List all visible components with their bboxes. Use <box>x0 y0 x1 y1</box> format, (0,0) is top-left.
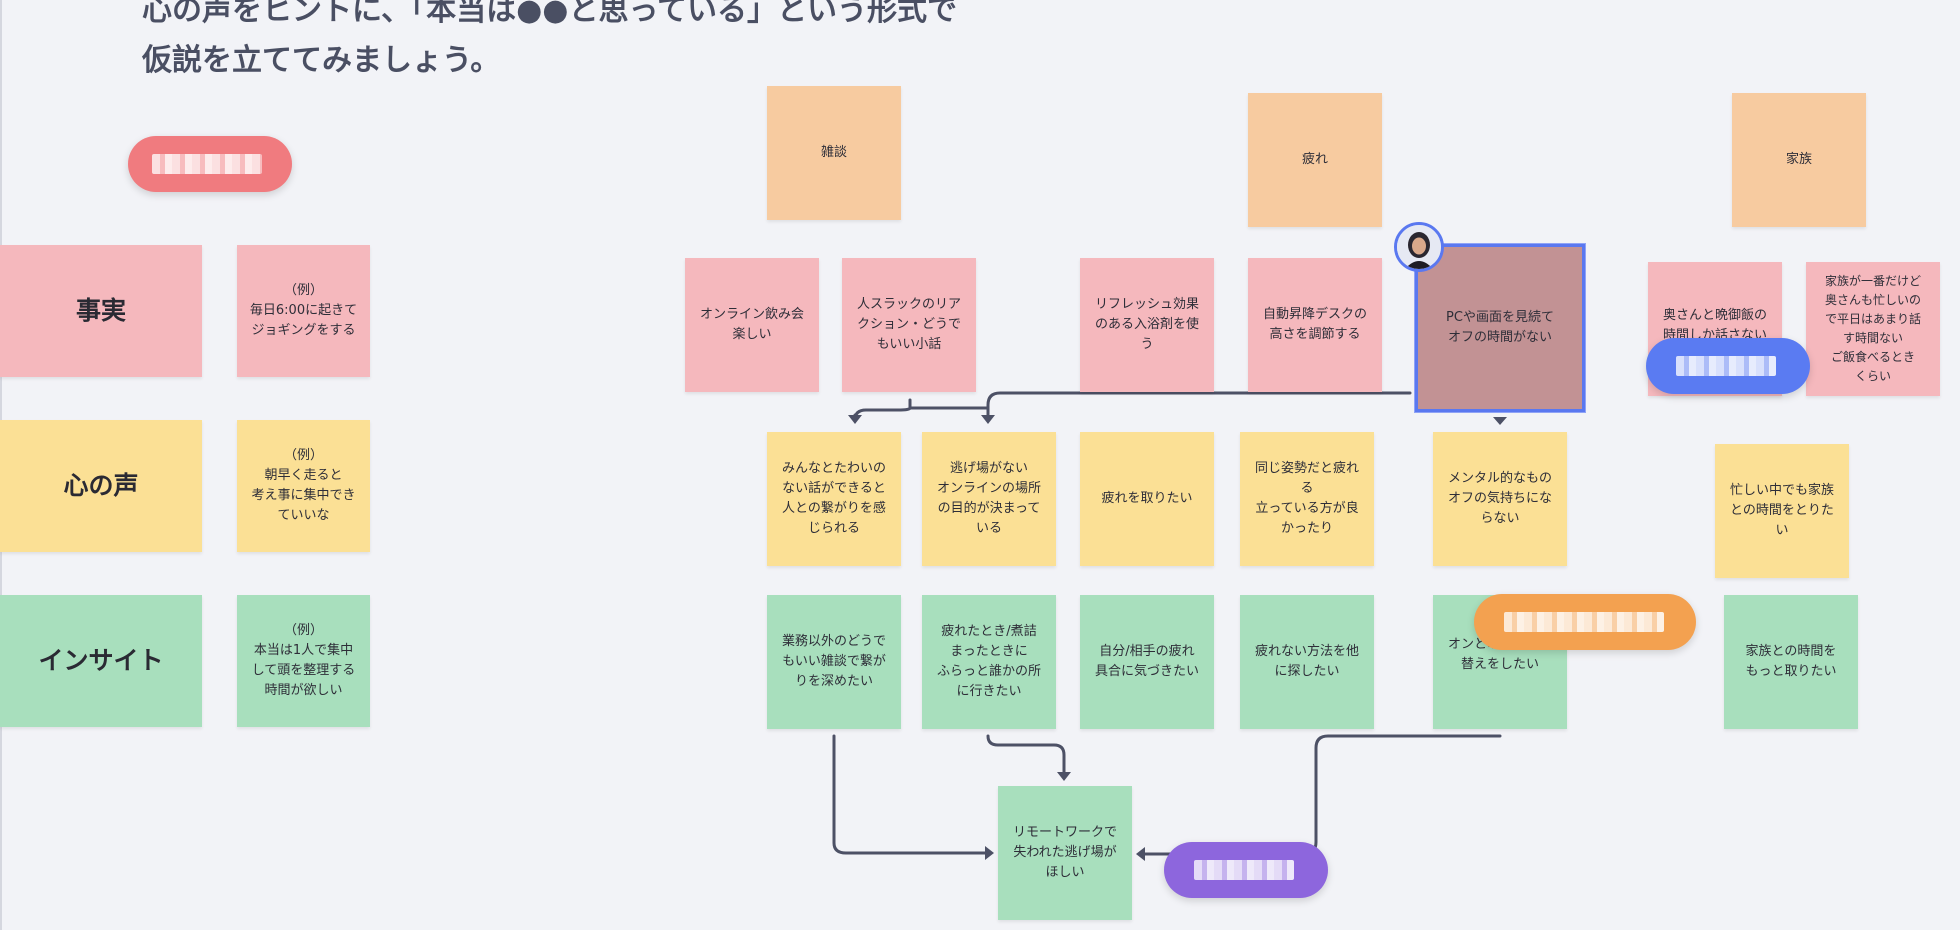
selection-handle[interactable] <box>1493 417 1507 425</box>
pixelated-name <box>1194 860 1294 880</box>
topic-sticky-fatigue[interactable]: 疲れ <box>1248 93 1382 227</box>
topic-sticky-family[interactable]: 家族 <box>1732 93 1866 227</box>
legend-fact-example[interactable]: （例） 毎日6:00に起きて ジョギングをする <box>237 245 370 377</box>
fact-sticky[interactable]: リフレッシュ効果 のある入浴剤を使 う <box>1080 258 1214 392</box>
insight-sticky[interactable]: 疲れたとき/煮詰 まったときに ふらっと誰かの所 に行きたい <box>922 595 1056 729</box>
fact-sticky[interactable]: 家族が一番だけど 奥さんも忙しいの で平日はあまり話 す時間ない ご飯食べるとき… <box>1806 262 1940 396</box>
user-avatar[interactable] <box>1394 222 1444 272</box>
connector-slack-to-chat <box>853 398 912 422</box>
instruction-line-1: 心の声をヒントに、「本当は●●と思っている」という形式で <box>142 0 957 28</box>
voice-sticky[interactable]: 逃げ場がない オンラインの場所 の目的が決まって いる <box>922 432 1056 566</box>
legend-insight-label[interactable]: インサイト <box>0 595 202 727</box>
collaborator-name-tag <box>1646 338 1810 394</box>
connector-chat-to-hypothesis <box>832 734 987 855</box>
insight-sticky[interactable]: 業務以外のどうで もいい雑談で繋が りを深めたい <box>767 595 901 729</box>
insight-sticky[interactable]: 疲れない方法を他 に探したい <box>1240 595 1374 729</box>
insight-sticky[interactable]: 自分/相手の疲れ 具合に気づきたい <box>1080 595 1214 729</box>
arrowhead-chat <box>848 415 862 424</box>
voice-sticky[interactable]: 疲れを取りたい <box>1080 432 1214 566</box>
voice-sticky[interactable]: 忙しい中でも家族 との時間をとりた い <box>1715 444 1849 578</box>
connector-pc-to-escape <box>986 391 1412 417</box>
fact-sticky[interactable]: 自動昇降デスクの 高さを調節する <box>1248 258 1382 392</box>
arrowhead-hypothesis-top <box>1057 772 1071 781</box>
connector-tired-to-hypothesis <box>986 734 1066 774</box>
legend-fact-label[interactable]: 事実 <box>0 245 202 377</box>
legend-voice-label[interactable]: 心の声 <box>0 420 202 552</box>
fact-sticky[interactable]: オンライン飲み会 楽しい <box>685 258 819 392</box>
arrowhead-hypothesis-right <box>1136 847 1145 861</box>
instruction-text[interactable]: 心の声をヒントに、「本当は●●と思っている」という形式で 仮説を立ててみましょう… <box>142 0 1122 86</box>
person-icon <box>1397 225 1441 269</box>
instruction-line-2: 仮説を立ててみましょう。 <box>142 43 501 78</box>
hypothesis-sticky[interactable]: リモートワークで 失われた逃げ場が ほしい <box>998 786 1132 920</box>
collaborator-name-tag <box>128 136 292 192</box>
collaborator-name-tag <box>1474 594 1696 650</box>
voice-sticky[interactable]: メンタル的なもの オフの気持ちにな らない <box>1433 432 1567 566</box>
arrowhead-escape <box>981 415 995 424</box>
fact-sticky-selected[interactable]: PCや画面を見続て オフの時間がない <box>1415 244 1585 412</box>
voice-sticky[interactable]: みんなとたわいの ない話ができると 人との繋がりを感 じられる <box>767 432 901 566</box>
pixelated-name <box>1504 612 1664 632</box>
topic-sticky-chat[interactable]: 雑談 <box>767 86 901 220</box>
connector-switch-to-hypothesis <box>1143 734 1502 856</box>
legend-insight-example[interactable]: （例） 本当は1人で集中 して頭を整理する 時間が欲しい <box>237 595 370 727</box>
pixelated-name <box>1676 356 1776 376</box>
arrowhead-hypothesis-left <box>985 846 994 860</box>
pixelated-name <box>152 154 262 174</box>
voice-sticky[interactable]: 同じ姿勢だと疲れ る 立っている方が良 かったり <box>1240 432 1374 566</box>
collaborator-name-tag <box>1164 842 1328 898</box>
insight-sticky[interactable]: 家族との時間を もっと取りたい <box>1724 595 1858 729</box>
fact-sticky[interactable]: 人スラックのリア クション・どうで もいい小話 <box>842 258 976 392</box>
legend-voice-example[interactable]: （例） 朝早く走ると 考え事に集中でき ていいな <box>237 420 370 552</box>
